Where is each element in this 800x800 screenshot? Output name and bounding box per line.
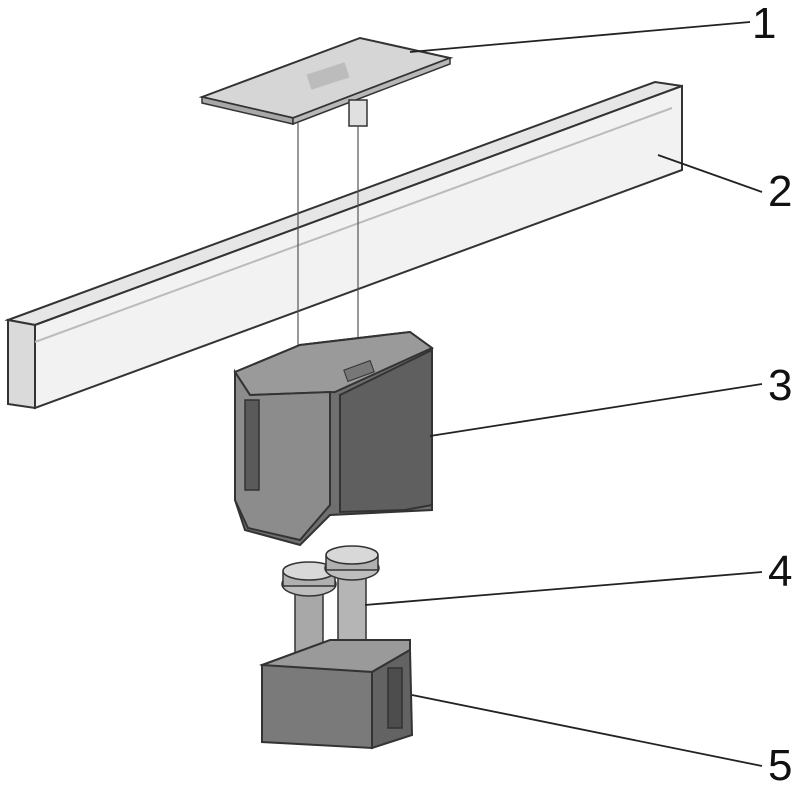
leader-5	[411, 694, 763, 767]
callout-3: 3	[768, 361, 793, 410]
leader-lines	[364, 21, 763, 767]
callout-4: 4	[768, 547, 793, 596]
base-slot	[387, 667, 403, 729]
label-plate	[198, 36, 454, 127]
clamp-housing	[233, 330, 434, 547]
clamp-base	[259, 639, 414, 750]
screws	[281, 545, 380, 666]
callout-5: 5	[768, 741, 793, 790]
base-front	[261, 663, 373, 750]
leader-1	[409, 21, 751, 53]
leader-2	[657, 154, 763, 193]
leader-4	[364, 571, 763, 606]
leader-3	[429, 383, 763, 437]
rail-front-face	[7, 318, 36, 410]
plate-inscription	[306, 62, 350, 90]
housing-right-face	[339, 348, 433, 514]
plate-peg	[348, 99, 368, 127]
callout-1: 1	[752, 0, 777, 48]
screw-right	[324, 545, 380, 654]
housing-slot	[244, 399, 260, 491]
callout-2: 2	[768, 167, 793, 216]
